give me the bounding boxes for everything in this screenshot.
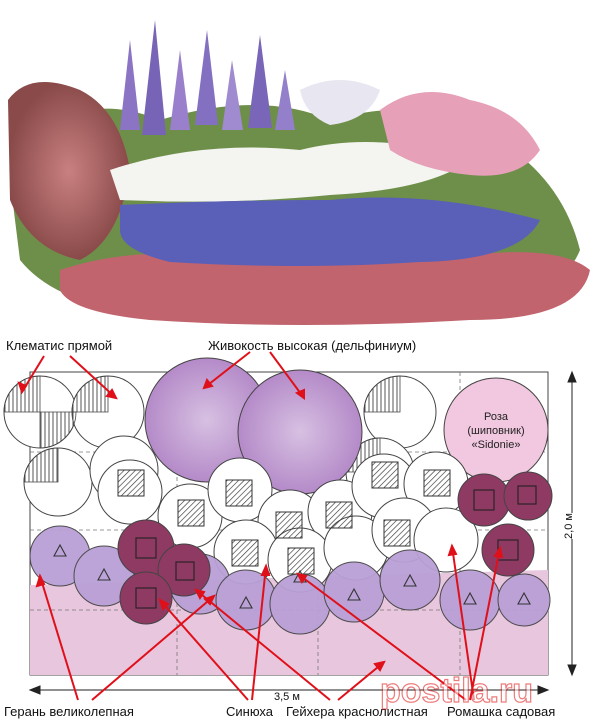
label-heuchera: Гейхера краснолистная — [286, 704, 428, 719]
label-ajuga: Синюха — [226, 704, 274, 719]
heuchera-circles — [117, 471, 553, 625]
delphinium-spikes — [120, 20, 295, 135]
label-delphinium: Живокость высокая (дельфиниум) — [208, 338, 417, 353]
triangle-markers — [53, 543, 531, 609]
daisy-circles — [97, 451, 479, 593]
heuchera-square-markers — [135, 485, 537, 609]
rose-label-2: (шиповник) — [467, 425, 524, 437]
flowerbed-illustration — [8, 20, 590, 325]
leader-lines — [17, 351, 504, 701]
rose-label-1: Роза — [484, 411, 509, 423]
rose-label-3: «Sidonie» — [472, 439, 521, 451]
planting-plan: Роза (шиповник) «Sidonie» — [3, 351, 577, 711]
dimension-width: 3,5 м — [272, 691, 302, 703]
clematis-hatching — [3, 375, 401, 483]
rose-bush — [380, 92, 540, 176]
dimension-height: 2,0 м — [562, 513, 575, 539]
hatched-square-markers — [117, 461, 451, 575]
watermark: postila.ru — [380, 672, 533, 710]
daisy-band — [110, 142, 470, 202]
left-shrub — [8, 82, 130, 260]
label-geranium: Герань великолепная — [4, 704, 134, 719]
heuchera-front — [60, 252, 590, 325]
label-clematis: Клематис прямой — [6, 338, 113, 353]
clematis-patch — [300, 80, 380, 125]
label-daisy: Ромашка садовая — [447, 704, 556, 719]
geranium-band — [120, 197, 540, 266]
